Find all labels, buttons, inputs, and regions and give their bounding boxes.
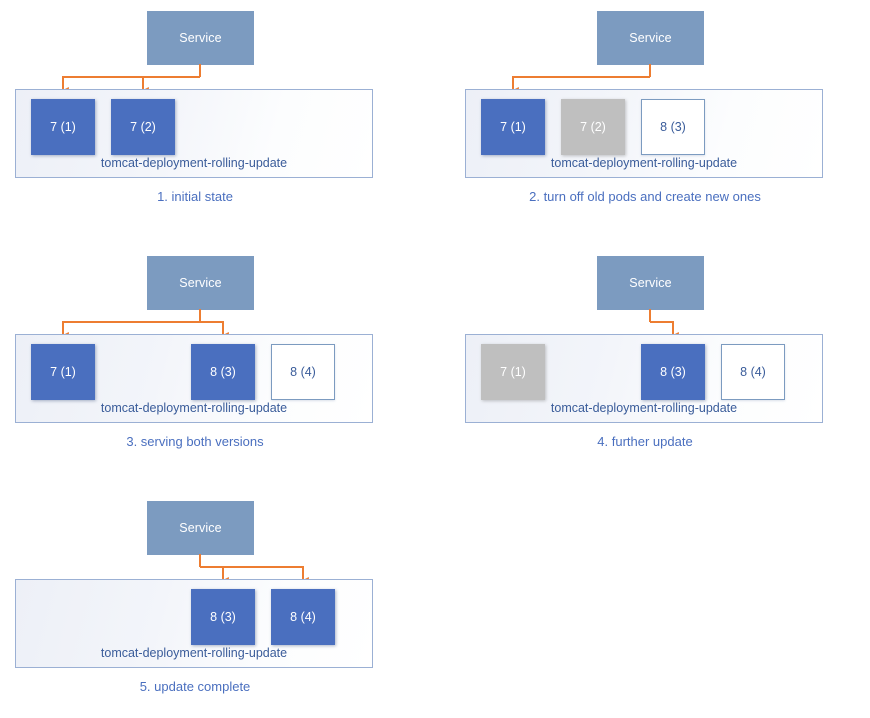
service-label: Service: [629, 30, 672, 45]
pod-label: 8 (3): [660, 119, 686, 134]
pod-label: 7 (1): [50, 119, 76, 134]
pod-box[interactable]: 8 (3): [641, 344, 705, 400]
deployment-label: tomcat-deployment-rolling-update: [550, 400, 738, 415]
pod-box[interactable]: 7 (1): [481, 344, 545, 400]
service-label: Service: [629, 275, 672, 290]
service-box[interactable]: Service: [148, 12, 253, 64]
pod-box[interactable]: 8 (4): [721, 344, 785, 400]
pod-label: 7 (1): [50, 364, 76, 379]
pod-label: 8 (4): [740, 364, 766, 379]
deployment-label: tomcat-deployment-rolling-update: [100, 155, 288, 170]
pod-label: 8 (4): [290, 364, 316, 379]
service-box[interactable]: Service: [148, 502, 253, 554]
pod-box[interactable]: 7 (2): [561, 99, 625, 155]
pod-label: 7 (2): [130, 119, 156, 134]
pod-box[interactable]: 7 (1): [481, 99, 545, 155]
panel-caption: 2. turn off old pods and create new ones: [529, 189, 761, 204]
pod-box[interactable]: 8 (3): [191, 344, 255, 400]
pod-list: 8 (3) 8 (4): [0, 579, 390, 668]
pod-box[interactable]: 8 (4): [271, 344, 335, 400]
pod-box[interactable]: 7 (1): [31, 344, 95, 400]
pod-list: 7 (1) 7 (2) 8 (3): [450, 89, 840, 178]
pod-label: 8 (3): [660, 364, 686, 379]
pod-box[interactable]: 7 (2): [111, 99, 175, 155]
pod-label: 8 (4): [290, 609, 316, 624]
pod-box[interactable]: 8 (3): [191, 589, 255, 645]
service-box[interactable]: Service: [598, 12, 703, 64]
pod-label: 7 (1): [500, 364, 526, 379]
service-label: Service: [179, 275, 222, 290]
pod-box[interactable]: 8 (4): [271, 589, 335, 645]
panel-caption: 3. serving both versions: [126, 434, 264, 449]
panel-caption: 1. initial state: [157, 189, 233, 204]
pod-list: 7 (1) 8 (3) 8 (4): [0, 334, 390, 423]
deployment-label: tomcat-deployment-rolling-update: [100, 400, 288, 415]
pod-label: 8 (3): [210, 609, 236, 624]
pod-list: 7 (1) 7 (2): [0, 89, 390, 178]
service-box[interactable]: Service: [148, 257, 253, 309]
pod-box[interactable]: 7 (1): [31, 99, 95, 155]
pod-box[interactable]: 8 (3): [641, 99, 705, 155]
deployment-label: tomcat-deployment-rolling-update: [100, 645, 288, 660]
pod-label: 7 (2): [580, 119, 606, 134]
pod-list: 7 (1) 8 (3) 8 (4): [450, 334, 840, 423]
panel-caption: 4. further update: [597, 434, 693, 449]
service-label: Service: [179, 520, 222, 535]
pod-label: 7 (1): [500, 119, 526, 134]
service-label: Service: [179, 30, 222, 45]
pod-label: 8 (3): [210, 364, 236, 379]
panel-caption: 5. update complete: [139, 679, 251, 694]
service-box[interactable]: Service: [598, 257, 703, 309]
deployment-label: tomcat-deployment-rolling-update: [550, 155, 738, 170]
